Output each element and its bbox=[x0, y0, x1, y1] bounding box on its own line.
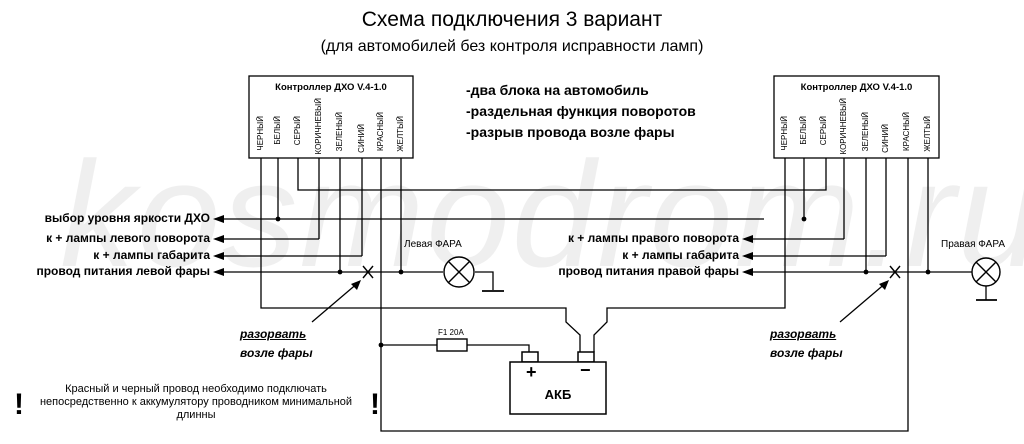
left-wire-label-green: ЗЕЛЕНЫЙ bbox=[335, 112, 344, 152]
left-lamp-ground-wire bbox=[475, 271, 494, 290]
feature-item: -раздельная функция поворотов bbox=[466, 103, 696, 119]
label-brightness: выбор уровня яркости ДХО bbox=[44, 211, 210, 225]
left-controller-title: Контроллер ДХО V.4-1.0 bbox=[275, 82, 387, 93]
fuse-label: F1 20A bbox=[438, 328, 464, 337]
left-wire-label-blue: СИНИЙ bbox=[357, 124, 366, 153]
left-headlamp-label: Левая ФАРА bbox=[404, 239, 462, 250]
left-wire-label-yellow: ЖЕЛТЫЙ bbox=[396, 116, 405, 152]
features-list: -два блока на автомобиль -раздельная фун… bbox=[466, 80, 696, 143]
right-black-wire bbox=[593, 158, 786, 352]
right-wire-label-grey: СЕРЫЙ bbox=[819, 116, 828, 146]
left-wire-label-grey: СЕРЫЙ bbox=[293, 116, 302, 146]
page-subtitle: (для автомобилей без контроля исправност… bbox=[320, 38, 704, 55]
left-red-wire bbox=[380, 158, 909, 432]
feature-item: -два блока на автомобиль bbox=[466, 82, 649, 98]
left-break-note: разорвать bbox=[240, 327, 307, 341]
fuse-to-battery-wire bbox=[467, 344, 530, 352]
label-left-parking: к + лампы габарита bbox=[93, 248, 210, 262]
left-black-wire bbox=[260, 158, 581, 352]
page-title: Схема подключения 3 вариант bbox=[361, 8, 663, 31]
right-controller-title: Контроллер ДХО V.4-1.0 bbox=[800, 82, 913, 93]
right-wire-label-yellow: ЖЕЛТЫЙ bbox=[923, 116, 932, 152]
feature-item: -разрыв провода возле фары bbox=[466, 124, 675, 140]
battery-plus-terminal bbox=[521, 351, 539, 363]
left-wire-label-brown: КОРИЧНЕВЫЙ bbox=[314, 98, 323, 155]
left-controller-box bbox=[248, 75, 414, 159]
right-controller-box bbox=[773, 75, 940, 159]
warning-mark-left: ! bbox=[14, 388, 24, 421]
right-break-note-2: возле фары bbox=[770, 346, 843, 360]
right-wire-label-white: БЕЛЫЙ bbox=[799, 116, 808, 145]
right-headlamp-label: Правая ФАРА bbox=[941, 239, 1005, 250]
warning-mark-right: ! bbox=[370, 388, 380, 421]
right-wire-label-brown: КОРИЧНЕВЫЙ bbox=[839, 98, 848, 155]
label-right-parking: к + лампы габарита bbox=[622, 248, 739, 262]
label-right-turn: к + лампы правого поворота bbox=[567, 231, 739, 245]
left-wire-label-red: КРАСНЫЙ bbox=[376, 112, 385, 152]
right-break-note: разорвать bbox=[770, 327, 837, 341]
label-right-power: провод питания правой фары bbox=[558, 264, 739, 278]
warning-note: Красный и черный провод необходимо подкл… bbox=[39, 383, 353, 421]
left-break-note-2: возле фары bbox=[240, 346, 313, 360]
label-left-turn: к + лампы левого поворота bbox=[46, 231, 210, 245]
battery-minus-sign: − bbox=[580, 360, 591, 380]
right-wire-label-green: ЗЕЛЕНЫЙ bbox=[861, 112, 870, 152]
left-wire-label-black: ЧЕРНЫЙ bbox=[256, 116, 265, 151]
right-wire-label-blue: СИНИЙ bbox=[881, 124, 890, 153]
battery-plus-sign: + bbox=[526, 362, 537, 382]
label-left-power: провод питания левой фары bbox=[36, 264, 210, 278]
right-wire-label-black: ЧЕРНЫЙ bbox=[780, 116, 789, 151]
battery-label: АКБ bbox=[544, 387, 572, 402]
right-wire-label-red: КРАСНЫЙ bbox=[902, 112, 911, 152]
left-grey-wire bbox=[297, 158, 827, 191]
left-wire-label-white: БЕЛЫЙ bbox=[273, 116, 282, 145]
battery bbox=[509, 361, 607, 415]
fuse bbox=[436, 338, 468, 352]
